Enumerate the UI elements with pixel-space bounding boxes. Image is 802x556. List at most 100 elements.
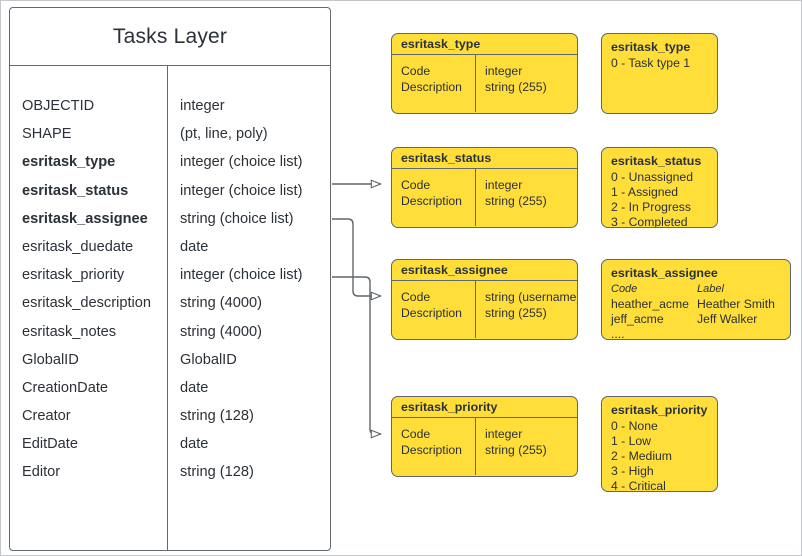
domain-type: integer [485, 178, 523, 192]
tasks-layer-entity[interactable]: Tasks Layer OBJECTID SHAPE esritask_type… [9, 7, 331, 551]
domain-types: string (username) string (255) [476, 281, 578, 338]
domain-header: esritask_status [392, 148, 577, 169]
domain-type: string (255) [485, 193, 547, 208]
domain-label: Description [401, 305, 462, 320]
column-header-label: Label [697, 282, 724, 295]
domain-label: Code [401, 64, 431, 78]
value-item: 2 - In Progress [611, 199, 691, 214]
field-type: date [180, 436, 209, 453]
domain-types: integer string (255) [476, 55, 577, 112]
value-item: 0 - None [611, 418, 658, 433]
field-type: string (128) [180, 464, 254, 481]
field-name: esritask_duedate [22, 238, 134, 255]
domain-box-esritask-assignee[interactable]: esritask_assignee Code Description strin… [391, 259, 578, 340]
value-item: 1 - Assigned [611, 184, 679, 199]
cell-label: Heather Smith [697, 296, 775, 311]
value-table-header-row: Code Label [611, 282, 781, 297]
value-item: 2 - Medium [611, 448, 672, 463]
domain-box-esritask-priority[interactable]: esritask_priority Code Description integ… [391, 396, 578, 477]
tasks-layer-body: OBJECTID SHAPE esritask_type esritask_st… [10, 66, 330, 550]
value-item: 1 - Low [611, 433, 651, 448]
connector-priority [332, 276, 381, 434]
value-table: Code Label heather_acme Heather Smith je… [611, 282, 781, 340]
table-row: jeff_acme Jeff Walker [611, 312, 781, 327]
field-name: esritask_priority [22, 267, 125, 284]
field-type: string (128) [180, 408, 254, 425]
field-type: string (4000) [180, 323, 262, 340]
domain-label: Description [401, 79, 462, 94]
field-name: SHAPE [22, 126, 72, 143]
field-name: Editor [22, 464, 61, 481]
connector-assignee [332, 218, 381, 296]
domain-type: integer [485, 64, 523, 78]
domain-labels: Code Description [392, 418, 476, 475]
value-item: 3 - High [611, 464, 654, 479]
page-title: Tasks Layer [112, 24, 228, 48]
field-type: integer [180, 98, 225, 114]
domain-type: string (255) [485, 79, 547, 94]
value-item: 0 - Unassigned [611, 169, 693, 184]
column-header-code: Code [611, 282, 638, 295]
cell-label: Jeff Walker [697, 311, 758, 326]
domain-labels: Code Description [392, 55, 476, 112]
value-item: 4 - Critical [611, 479, 666, 492]
domain-type: string (255) [485, 442, 547, 457]
domain-labels: Code Description [392, 169, 476, 226]
field-type: integer (choice list) [180, 267, 303, 284]
field-name-column: OBJECTID SHAPE esritask_type esritask_st… [10, 66, 168, 550]
field-name: esritask_assignee [22, 210, 148, 227]
domain-type: integer [485, 427, 523, 441]
field-name: GlobalID [22, 351, 79, 368]
domain-header: esritask_type [392, 34, 577, 55]
cell-label [697, 327, 781, 339]
domain-label: Code [401, 290, 431, 304]
domain-label: Code [401, 178, 431, 192]
field-type: date [180, 238, 209, 255]
domain-label: Description [401, 442, 462, 457]
field-type: integer (choice list) [180, 182, 303, 199]
domain-header: esritask_priority [392, 397, 577, 418]
domain-types: integer string (255) [476, 169, 577, 226]
domain-type: string (255) [485, 305, 547, 320]
field-type: date [180, 379, 209, 396]
domain-body: Code Description integer string (255) [392, 418, 577, 475]
value-box-esritask-priority[interactable]: esritask_priority 0 - None 1 - Low 2 - M… [601, 396, 718, 492]
domain-types: integer string (255) [476, 418, 577, 475]
domain-box-esritask-type[interactable]: esritask_type Code Description integer s… [391, 33, 578, 114]
value-box-title: esritask_priority [611, 403, 708, 417]
field-name: esritask_status [22, 182, 129, 199]
domain-body: Code Description string (username) strin… [392, 281, 577, 338]
cell-code: .... [611, 327, 625, 340]
domain-type: string (username) [485, 290, 578, 304]
field-type: (pt, line, poly) [180, 126, 268, 143]
domain-body: Code Description integer string (255) [392, 169, 577, 226]
value-box-title: esritask_status [611, 154, 702, 168]
tasks-layer-header: Tasks Layer [10, 8, 330, 66]
value-box-esritask-status[interactable]: esritask_status 0 - Unassigned 1 - Assig… [601, 147, 718, 228]
domain-body: Code Description integer string (255) [392, 55, 577, 112]
value-box-esritask-type[interactable]: esritask_type 0 - Task type 1 [601, 33, 718, 114]
value-box-title: esritask_assignee [611, 266, 718, 280]
field-name: esritask_type [22, 154, 116, 171]
domain-box-esritask-status[interactable]: esritask_status Code Description integer… [391, 147, 578, 228]
value-box-title: esritask_type [611, 40, 691, 54]
field-name: EditDate [22, 436, 78, 453]
field-type-column: integer (pt, line, poly) integer (choice… [168, 66, 330, 550]
table-row: .... [611, 327, 781, 340]
cell-code: jeff_acme [611, 311, 664, 326]
value-box-esritask-assignee[interactable]: esritask_assignee Code Label heather_acm… [601, 259, 791, 340]
field-type: integer (choice list) [180, 154, 303, 171]
field-type: string (choice list) [180, 210, 294, 227]
table-row: heather_acme Heather Smith [611, 297, 781, 312]
field-name: Creator [22, 408, 71, 425]
domain-header: esritask_assignee [392, 260, 577, 281]
domain-labels: Code Description [392, 281, 476, 338]
field-name: CreationDate [22, 379, 108, 396]
domain-label: Code [401, 427, 431, 441]
field-type: GlobalID [180, 351, 237, 368]
field-type: string (4000) [180, 295, 262, 312]
value-item: 0 - Task type 1 [611, 55, 691, 70]
field-name: esritask_notes [22, 323, 117, 340]
domain-label: Description [401, 193, 462, 208]
